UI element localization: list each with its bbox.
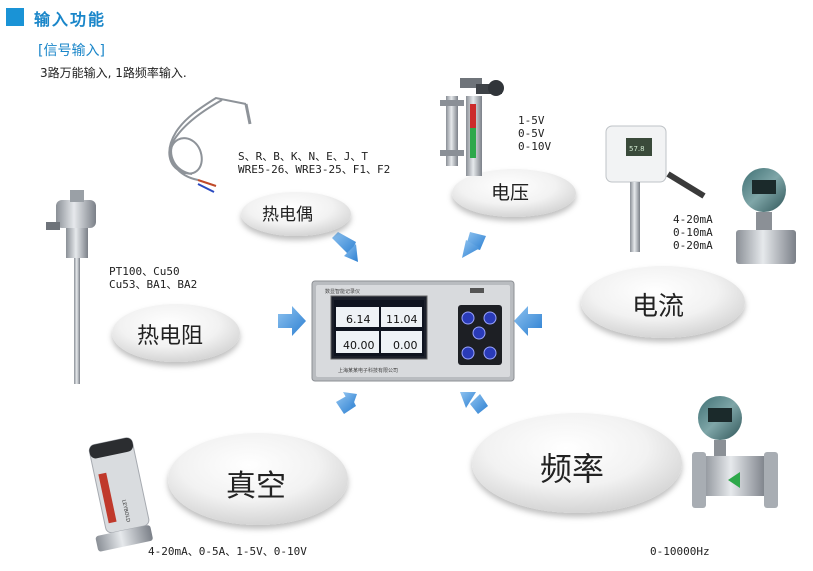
spec-line: 0-10V xyxy=(518,140,552,153)
device-title: 数显智能记录仪 xyxy=(325,288,360,295)
spec-line: PT100、Cu50 xyxy=(109,265,180,278)
current-transmitter-icon: 57.8 xyxy=(605,125,706,252)
arrow-bottom-right-icon-head xyxy=(460,392,476,408)
device-footer: 上海某某电子科技有限公司 xyxy=(338,367,398,374)
usb-port-icon xyxy=(470,288,484,293)
spec-line: 1-5V xyxy=(518,114,545,127)
device-buttons xyxy=(461,311,497,360)
section-description: 3路万能输入, 1路频率输入. xyxy=(40,66,187,80)
svg-text:LEYBOLD: LEYBOLD xyxy=(120,499,131,523)
rtd-sensor-icon xyxy=(46,190,96,384)
spec-line: 0-5V xyxy=(518,127,545,140)
spec-line: 4-20mA xyxy=(673,213,713,226)
arrow-bottom-left-icon-head xyxy=(343,392,357,408)
spec-line: 4-20mA、0-5A、1-5V、0-10V xyxy=(148,545,307,558)
bubble-rtd xyxy=(112,304,240,362)
arrow-top-right-icon-head xyxy=(462,240,480,258)
svg-text:57.8: 57.8 xyxy=(629,145,645,153)
device-value-4: 0.00 xyxy=(393,339,418,352)
spec-line: WRE5-26、WRE3-25、F1、F2 xyxy=(238,163,391,176)
spec-frequency: 0-10000Hz xyxy=(650,545,710,558)
arrow-left-icon xyxy=(278,306,306,336)
vacuum-gauge-icon: LEYBOLD xyxy=(88,437,153,552)
pressure-transmitter-icon xyxy=(736,168,796,264)
spec-line: 0-10mA xyxy=(673,226,713,239)
flow-meter-icon xyxy=(692,396,778,508)
arrow-bottom-right-icon xyxy=(470,394,488,414)
thermocouple-sensor-icon xyxy=(168,96,252,193)
device-value-2: 11.04 xyxy=(386,313,418,326)
arrow-right-icon xyxy=(514,306,542,336)
bubble-current xyxy=(581,266,745,338)
device-value-1: 6.14 xyxy=(346,313,371,326)
recorder-device: 数显智能记录仪 6.14 11.04 40.00 0.00 上海某某电子科技有限… xyxy=(311,280,515,382)
spec-line: S、R、B、K、N、E、J、T xyxy=(238,150,368,163)
bubble-voltage xyxy=(452,169,576,217)
bubble-thermocouple xyxy=(241,192,351,236)
spec-line: 0-10000Hz xyxy=(650,545,710,558)
section-label: [信号输入] xyxy=(38,43,105,59)
arrow-top-left-icon-head xyxy=(344,244,358,262)
bubble-frequency xyxy=(472,413,682,513)
spec-line: 0-20mA xyxy=(673,239,713,252)
page-title: 输入功能 xyxy=(34,10,107,29)
voltage-gauge-icon xyxy=(440,78,504,176)
header-square-icon xyxy=(6,8,24,26)
arrows xyxy=(278,232,542,414)
spec-vacuum: 4-20mA、0-5A、1-5V、0-10V xyxy=(148,545,307,558)
spec-line: Cu53、BA1、BA2 xyxy=(109,278,198,291)
bubble-vacuum xyxy=(168,433,348,525)
device-value-3: 40.00 xyxy=(343,339,375,352)
